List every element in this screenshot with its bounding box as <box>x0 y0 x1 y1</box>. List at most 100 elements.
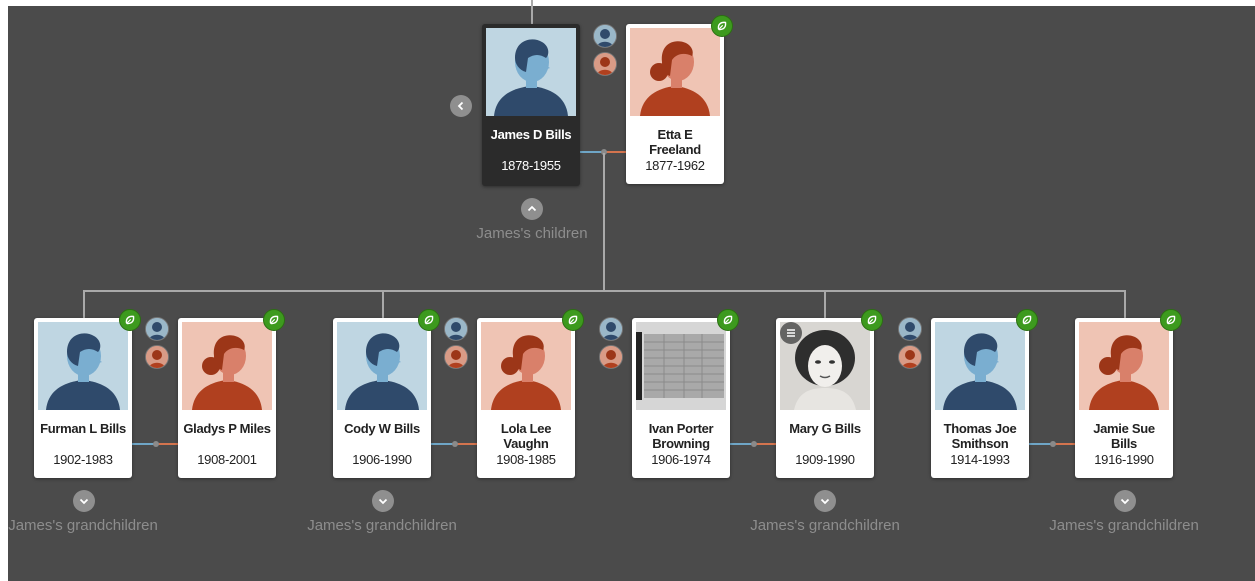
leaf-hint-icon[interactable] <box>861 309 883 331</box>
couple-line-1b <box>156 443 178 445</box>
couple-line-3b <box>754 443 776 445</box>
person-name: James D Bills <box>490 127 572 142</box>
children-label: James's children <box>476 225 588 242</box>
person-card-child-spouse[interactable]: Thomas Joe Smithson 1914-1993 <box>931 309 1038 478</box>
person-card-child-spouse[interactable]: Lola Lee Vaughn 1908-1985 <box>477 309 584 478</box>
person-card-child-spouse[interactable]: Gladys P Miles 1908-2001 <box>178 309 285 478</box>
person-card-child-spouse[interactable]: Ivan Porter Browning 1906-1974 <box>632 309 739 478</box>
chevron-down-icon <box>378 498 388 505</box>
female-silhouette-icon <box>1079 322 1169 410</box>
person-card-spouse[interactable]: Etta E Freeland 1877-1962 <box>626 15 733 184</box>
spouse-father-icon[interactable] <box>145 317 169 341</box>
person-dates: 1902-1983 <box>53 452 113 467</box>
person-card-child[interactable]: Jamie Sue Bills 1916-1990 <box>1075 309 1182 478</box>
person-name: Furman L Bills <box>40 421 126 436</box>
root-couple-dot <box>601 149 607 155</box>
leaf-hint-icon[interactable] <box>1016 309 1038 331</box>
spouse-mother-icon[interactable] <box>593 52 617 76</box>
person-name: Lola Lee Vaughn <box>500 421 552 451</box>
person-dates: 1877-1962 <box>645 158 705 173</box>
spouse-father-icon[interactable] <box>898 317 922 341</box>
person-card-child[interactable]: Furman L Bills 1902-1983 <box>34 309 141 478</box>
couple-line-4a <box>1029 443 1053 445</box>
person-name: Thomas Joe Smithson <box>943 421 1017 451</box>
leaf-hint-icon[interactable] <box>1160 309 1182 331</box>
couple-line-2b <box>455 443 477 445</box>
record-image <box>636 322 726 410</box>
drop-line-4 <box>1124 290 1126 318</box>
couple-line-1a <box>132 443 156 445</box>
spouse-father-icon[interactable] <box>599 317 623 341</box>
grandchildren-label: James's grandchildren <box>8 517 158 534</box>
leaf-hint-icon[interactable] <box>562 309 584 331</box>
grandchildren-label: James's grandchildren <box>307 517 457 534</box>
left-border <box>0 0 8 581</box>
couple-line-3a <box>730 443 754 445</box>
previous-generation-button[interactable] <box>450 95 472 117</box>
person-dates: 1909-1990 <box>795 452 855 467</box>
couple-line-2a <box>431 443 455 445</box>
male-silhouette-icon <box>486 28 576 116</box>
expand-grandchildren-button[interactable] <box>814 490 836 512</box>
spouse-father-icon[interactable] <box>444 317 468 341</box>
spouse-mother-icon[interactable] <box>145 345 169 369</box>
person-dates: 1906-1990 <box>352 452 412 467</box>
gallery-icon[interactable] <box>780 322 802 344</box>
root-down-line <box>603 153 605 292</box>
male-silhouette-icon <box>38 322 128 410</box>
chevron-left-icon <box>457 101 464 111</box>
person-card-child[interactable]: Mary G Bills 1909-1990 <box>776 309 883 478</box>
female-silhouette-icon <box>481 322 571 410</box>
chevron-down-icon <box>820 498 830 505</box>
female-silhouette-icon <box>630 28 720 116</box>
leaf-hint-icon[interactable] <box>418 309 440 331</box>
couple-dot-3 <box>751 441 757 447</box>
spouse-mother-icon[interactable] <box>444 345 468 369</box>
person-name: Ivan Porter Browning <box>648 421 714 451</box>
person-name: Mary G Bills <box>789 421 861 436</box>
expand-grandchildren-button[interactable] <box>372 490 394 512</box>
person-dates: 1906-1974 <box>651 452 711 467</box>
grandchildren-label: James's grandchildren <box>750 517 900 534</box>
spouse-mother-icon[interactable] <box>599 345 623 369</box>
chevron-down-icon <box>1120 498 1130 505</box>
couple-dot-4 <box>1050 441 1056 447</box>
male-silhouette-icon <box>935 322 1025 410</box>
chevron-down-icon <box>79 498 89 505</box>
expand-grandchildren-button[interactable] <box>1114 490 1136 512</box>
couple-line-4b <box>1053 443 1075 445</box>
root-couple-line-left <box>580 151 604 153</box>
female-silhouette-icon <box>182 322 272 410</box>
leaf-hint-icon[interactable] <box>711 15 733 37</box>
top-border <box>0 0 1255 6</box>
person-name: Cody W Bills <box>344 421 420 436</box>
expand-grandchildren-button[interactable] <box>73 490 95 512</box>
drop-line-1 <box>83 290 85 318</box>
person-dates: 1916-1990 <box>1094 452 1154 467</box>
spouse-mother-icon[interactable] <box>898 345 922 369</box>
root-up-line <box>531 0 533 24</box>
couple-dot-2 <box>452 441 458 447</box>
person-card-child[interactable]: Cody W Bills 1906-1990 <box>333 309 440 478</box>
drop-line-2 <box>382 290 384 318</box>
person-name: Gladys P Miles <box>183 421 271 436</box>
drop-line-3 <box>824 290 826 318</box>
leaf-hint-icon[interactable] <box>263 309 285 331</box>
person-card-root[interactable]: James D Bills 1878-1955 <box>482 24 580 186</box>
male-silhouette-icon <box>337 322 427 410</box>
leaf-hint-icon[interactable] <box>717 309 739 331</box>
chevron-up-icon <box>527 205 537 212</box>
person-name: Etta E Freeland <box>649 127 701 157</box>
couple-dot-1 <box>153 441 159 447</box>
spouse-father-icon[interactable] <box>593 24 617 48</box>
root-couple-line-right <box>604 151 626 153</box>
person-dates: 1914-1993 <box>950 452 1010 467</box>
grandchildren-label: James's grandchildren <box>1049 517 1199 534</box>
collapse-children-button[interactable] <box>521 198 543 220</box>
person-dates: 1878-1955 <box>501 158 561 173</box>
person-name: Jamie Sue Bills <box>1093 421 1155 451</box>
person-dates: 1908-2001 <box>197 452 257 467</box>
leaf-hint-icon[interactable] <box>119 309 141 331</box>
person-dates: 1908-1985 <box>496 452 556 467</box>
children-horizontal-line <box>83 290 1126 292</box>
